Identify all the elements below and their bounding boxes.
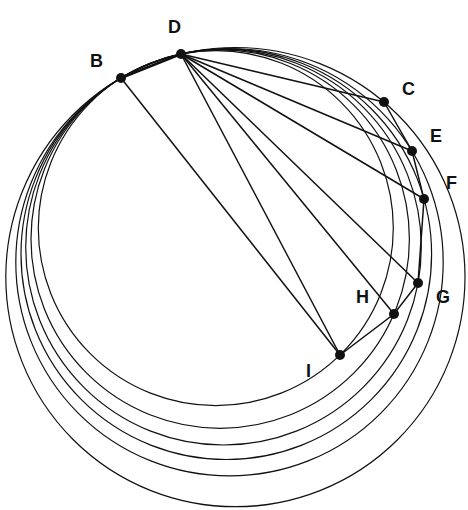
point-label: F: [446, 174, 457, 192]
point-label: D: [168, 18, 181, 36]
point-label: C: [402, 80, 415, 98]
circle-arc: [6, 48, 465, 507]
circle-arc: [21, 49, 432, 460]
point-label: B: [90, 52, 103, 70]
point-label: H: [356, 288, 369, 306]
circle-arc: [16, 49, 443, 476]
circle-arc: [26, 49, 422, 445]
point-label: I: [306, 362, 311, 380]
point-label: G: [436, 288, 450, 306]
circle-arc: [38, 51, 393, 406]
point-label: E: [430, 127, 442, 145]
circle-arc: [31, 50, 409, 428]
